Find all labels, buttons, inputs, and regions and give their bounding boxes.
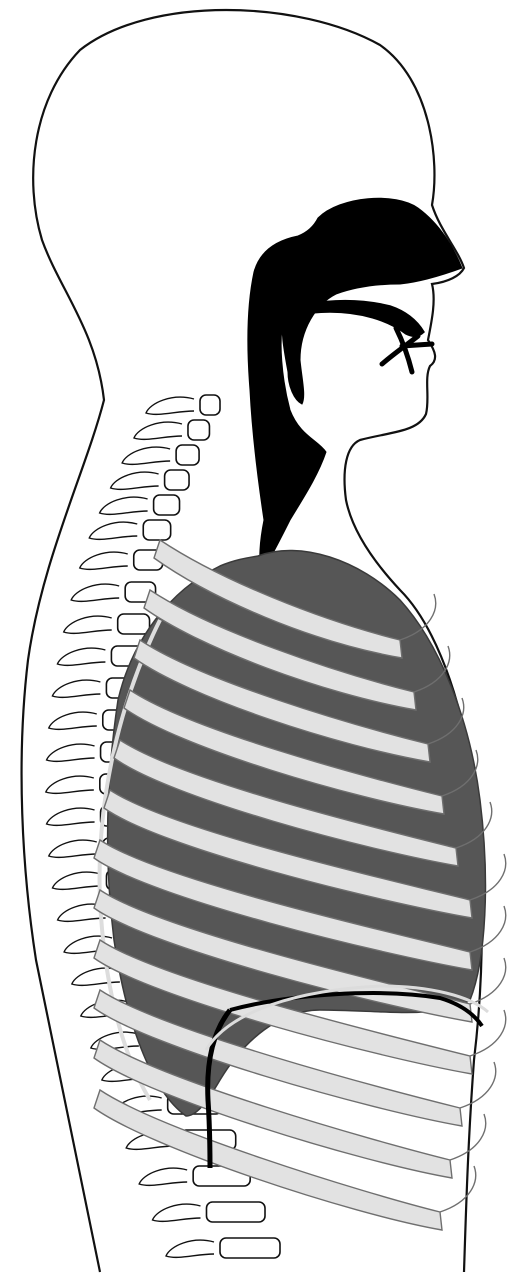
anatomy-figure (0, 0, 528, 1274)
anatomy-diagram (0, 0, 528, 1274)
